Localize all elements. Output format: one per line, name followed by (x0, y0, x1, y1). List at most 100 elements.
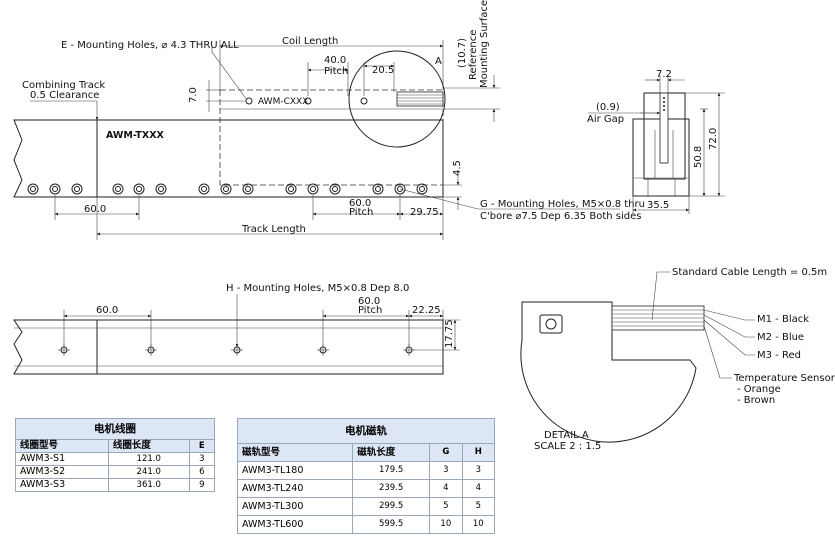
detail-a-mark: A (435, 56, 442, 67)
track-cell: AWM3-TL180 (236, 461, 354, 480)
track-cell: AWM3-TL300 (236, 497, 354, 516)
mounting-g-label-1: G - Mounting Holes, M5×0.8 thru (480, 199, 645, 210)
track-cell: 4 (429, 479, 463, 498)
dim-60-left: 60.0 (84, 204, 106, 215)
dim-60-right: 60.0 (349, 198, 371, 209)
coil-cell: 6 (188, 465, 216, 479)
ref-label-1: Reference (468, 30, 479, 80)
track-cbore-holes (27, 183, 428, 195)
track-cell: 10 (429, 515, 463, 534)
cable-length-label: Standard Cable Length = 0.5m (672, 267, 827, 278)
track-length-label: Track Length (241, 224, 306, 235)
dim-20-5: 20.5 (372, 65, 394, 76)
temp-sensor-label: Temperature Sensor (733, 373, 835, 384)
temp-orange-label: - Orange (737, 384, 781, 395)
ref-label-2: Mounting Surface (479, 0, 490, 88)
coil-cell: 361.0 (107, 478, 190, 492)
b-dim-60-left: 60.0 (96, 305, 118, 316)
coil-cell: 241.0 (107, 465, 190, 479)
wire-m1-label: M1 - Black (757, 314, 809, 325)
sv-dim-72-0: 72.0 (708, 128, 719, 150)
track-cell: 4 (461, 479, 496, 498)
detail-a-circle (348, 50, 446, 148)
sv-dim-35-5: 35.5 (647, 200, 669, 211)
coil-holes (245, 97, 368, 105)
table-row: AWM3-TL240 239.5 4 4 (236, 479, 496, 498)
detail-a-title: DETAIL A (544, 430, 589, 441)
coil-header-model: 线圈型号 (15, 439, 109, 453)
bottom-view: H - Mounting Holes, M5×0.8 Dep 8.0 60.0 … (13, 283, 460, 375)
table-row: AWM3-S2 241.0 6 (15, 465, 216, 479)
track-table-caption: 电机磁轨 (237, 418, 495, 444)
track-cell: 5 (461, 497, 496, 516)
track-header-model: 磁轨型号 (236, 443, 354, 462)
coil-cell: 3 (188, 452, 216, 466)
wire-m2-label: M2 - Blue (757, 332, 804, 343)
sv-dim-50-8: 50.8 (693, 146, 704, 168)
coil-length-label: Coil Length (282, 36, 338, 47)
track-cell: 179.5 (352, 461, 431, 480)
detail-a-cable (611, 305, 705, 331)
threaded-holes (58, 344, 415, 356)
dim-7-0: 7.0 (188, 87, 199, 103)
track-cell: 5 (429, 497, 463, 516)
wire-m3-label: M3 - Red (757, 350, 801, 361)
sv-air-gap-label: Air Gap (587, 114, 624, 125)
mounting-e-leader (211, 46, 248, 101)
coil-outline (219, 89, 444, 186)
table-row: AWM3-S3 361.0 9 (15, 478, 216, 492)
temp-brown-label: - Brown (737, 395, 775, 406)
pitch-40-word: Pitch (324, 66, 348, 77)
coil-header-length: 线圈长度 (107, 439, 190, 453)
coil-model-label: AWM-CXXX (258, 97, 308, 107)
top-view: Coil Length AWM-CXXX A 40.0 Pitch 20.5 (13, 0, 645, 240)
sv-dim-7-2: 7.2 (656, 69, 672, 80)
coil-header-e: E (188, 439, 216, 453)
b-dim-pitch-word: Pitch (358, 305, 382, 316)
table-row: AWM3-TL180 179.5 3 3 (236, 461, 496, 480)
coil-cell: AWM3-S3 (15, 478, 109, 492)
b-dim-60-right: 60.0 (358, 296, 380, 307)
coil-table-caption: 电机线圈 (15, 418, 215, 440)
track-cell: 3 (429, 461, 463, 480)
table-row: AWM3-S1 121.0 3 (15, 452, 216, 466)
cable-connector (396, 91, 444, 107)
dim-4-5: 4.5 (452, 160, 463, 176)
coil-table: 电机线圈 线圈型号 线圈长度 E AWM3-S1 121.0 3 AWM3-S2… (15, 418, 216, 492)
mounting-h-label: H - Mounting Holes, M5×0.8 Dep 8.0 (226, 283, 409, 294)
pitch-40-value: 40.0 (324, 55, 346, 66)
table-row: AWM3-TL300 299.5 5 5 (236, 497, 496, 516)
side-coil-blade (659, 92, 669, 164)
b-dim-17-75: 17.75 (444, 319, 455, 348)
coil-cell: AWM3-S1 (15, 452, 109, 466)
track-header-g: G (429, 443, 463, 462)
sv-dim-0-9: (0.9) (596, 102, 620, 113)
combining-track-label: Combining Track (22, 80, 105, 91)
detail-a-outline (520, 301, 697, 443)
track-cell: 3 (461, 461, 496, 480)
track-header-h: H (461, 443, 496, 462)
coil-cell: AWM3-S2 (15, 465, 109, 479)
table-row: AWM3-TL600 599.5 10 10 (236, 515, 496, 534)
track-cell: AWM3-TL600 (236, 515, 354, 534)
combining-clearance-label: 0.5 Clearance (30, 90, 99, 101)
track-cell: AWM3-TL240 (236, 479, 354, 498)
track-header-length: 磁轨长度 (352, 443, 431, 462)
b-dim-22-25: 22.25 (412, 305, 441, 316)
track-cell: 10 (461, 515, 496, 534)
ref-10-7: (10.7) (457, 38, 468, 68)
mounting-e-label: E - Mounting Holes, ⌀ 4.3 THRU ALL (61, 40, 239, 51)
track-cell: 299.5 (352, 497, 431, 516)
detail-a-view: Standard Cable Length = 0.5m M1 - Black … (520, 267, 835, 452)
coil-cell: 9 (188, 478, 216, 492)
track-outline-top (13, 119, 444, 198)
track-table: 电机磁轨 磁轨型号 磁轨长度 G H AWM3-TL180 179.5 3 3 … (236, 418, 496, 534)
track-cell: 599.5 (352, 515, 431, 534)
track-outline-bottom (13, 319, 444, 375)
detail-a-scale: SCALE 2 : 1.5 (534, 441, 601, 452)
coil-cell: 121.0 (107, 452, 190, 466)
mounting-g-label-2: C'bore ⌀7.5 Dep 6.35 Both sides (480, 211, 641, 222)
track-model-label: AWM-TXXX (106, 130, 165, 141)
side-view: 7.2 (0.9) Air Gap 50.8 72.0 35.5 (587, 69, 725, 214)
